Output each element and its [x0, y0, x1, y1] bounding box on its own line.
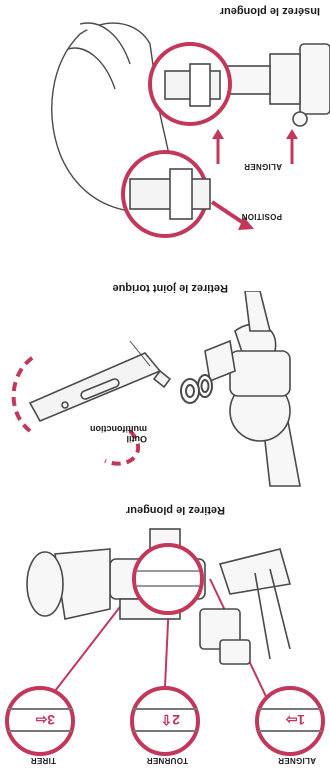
step-2-title: Retirez le joint torique	[112, 282, 228, 294]
callout-aligner	[210, 579, 323, 754]
step-3-illustration	[0, 14, 330, 264]
glyph-aligner: 1⇨	[285, 711, 305, 728]
step-1-illustration	[0, 519, 330, 769]
glyph-tourner: 2⇧	[160, 711, 180, 728]
position-label: POSITION	[241, 212, 282, 221]
detail-circle-position	[123, 152, 210, 236]
label-tirer: TIRER	[31, 756, 57, 765]
step-2-illustration	[0, 291, 330, 491]
o-ring-drawing	[181, 375, 212, 403]
detail-circle-insert	[150, 44, 230, 124]
step-1-title: Retirez le plongeur	[126, 504, 225, 516]
step-3-title: Insérez le plongeur	[220, 5, 320, 17]
rotation-arrow-icon	[14, 356, 35, 431]
label-aligner: ALIGNER	[278, 756, 316, 765]
glyph-tirer: 3⇦	[35, 711, 55, 728]
label-tourner: TOURNER	[146, 756, 188, 765]
tool-label: Outil multifonction	[77, 424, 147, 444]
multitool-drawing	[30, 353, 170, 421]
detail-circle	[134, 545, 202, 613]
align-label: ALIGNER	[244, 162, 282, 171]
valve-drawing	[205, 291, 300, 486]
